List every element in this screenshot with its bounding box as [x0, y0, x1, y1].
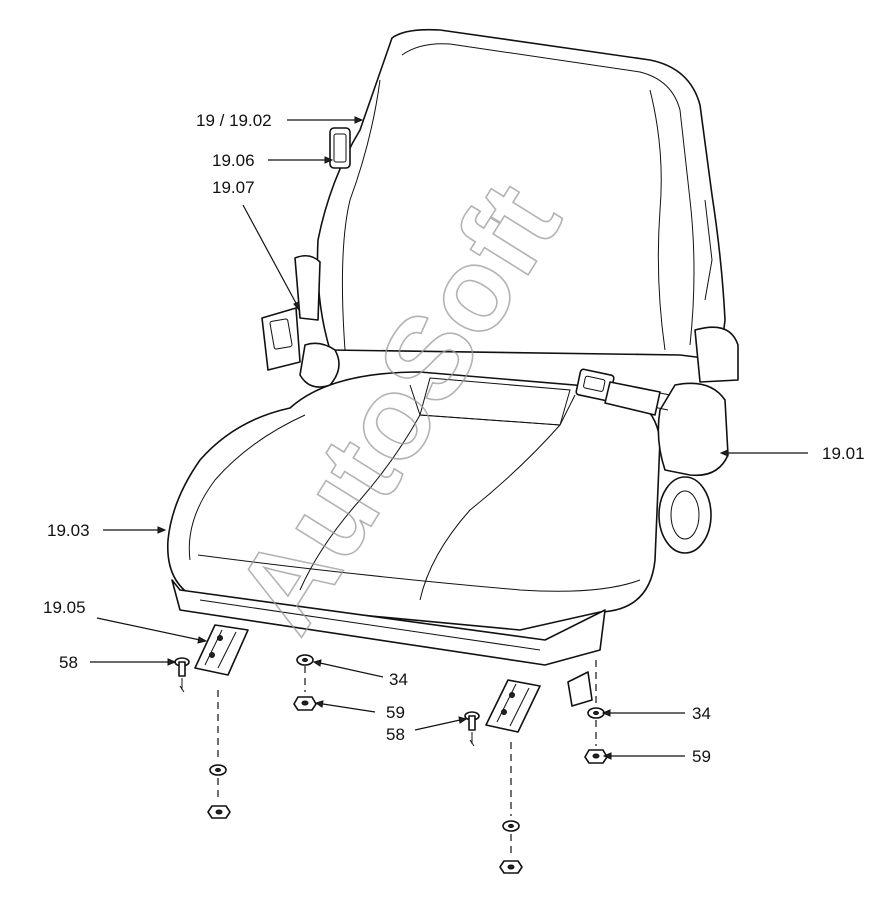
callout-58-left: 58	[59, 653, 78, 672]
slide-rail-right	[485, 679, 541, 733]
nut-59-right	[584, 749, 608, 764]
callout-34-right: 34	[692, 704, 711, 723]
washer-lower-right	[502, 820, 520, 832]
callout-19-01: 19.01	[822, 444, 865, 463]
nut-lower-left	[207, 805, 231, 819]
washer-34-right	[587, 707, 605, 719]
nut-lower-right	[499, 860, 523, 874]
belt-buckle-left	[261, 254, 340, 388]
washer-34-center	[296, 654, 314, 666]
callout-34-center: 34	[389, 670, 408, 689]
backrest-adjust-lever	[329, 127, 351, 169]
callout-59-center: 59	[386, 703, 405, 722]
bolt-58-left	[174, 657, 190, 693]
seat-base-frame	[171, 579, 606, 666]
leader-lines	[90, 116, 808, 760]
callout-19-07: 19.07	[212, 178, 255, 197]
callout-19-05: 19.05	[43, 598, 86, 617]
callout-19-03: 19.03	[47, 521, 90, 540]
callout-19-19-02: 19 / 19.02	[196, 111, 272, 130]
slide-rail-left	[194, 624, 249, 676]
seat-belt	[575, 368, 671, 416]
height-lever	[567, 671, 593, 707]
callout-58-right: 58	[386, 725, 405, 744]
bolt-58-right	[464, 711, 480, 747]
backrest	[316, 28, 726, 361]
seat-cushion	[167, 371, 661, 631]
callout-19-06: 19.06	[212, 151, 255, 170]
belt-retractor	[657, 326, 739, 554]
assembly-axes	[217, 660, 597, 856]
nut-59-center	[293, 696, 317, 711]
washer-lower-left	[209, 764, 227, 776]
callout-labels: 19 / 19.02 19.06 19.07 19.01 19.03 19.05…	[43, 111, 865, 766]
callout-59-right: 59	[692, 747, 711, 766]
